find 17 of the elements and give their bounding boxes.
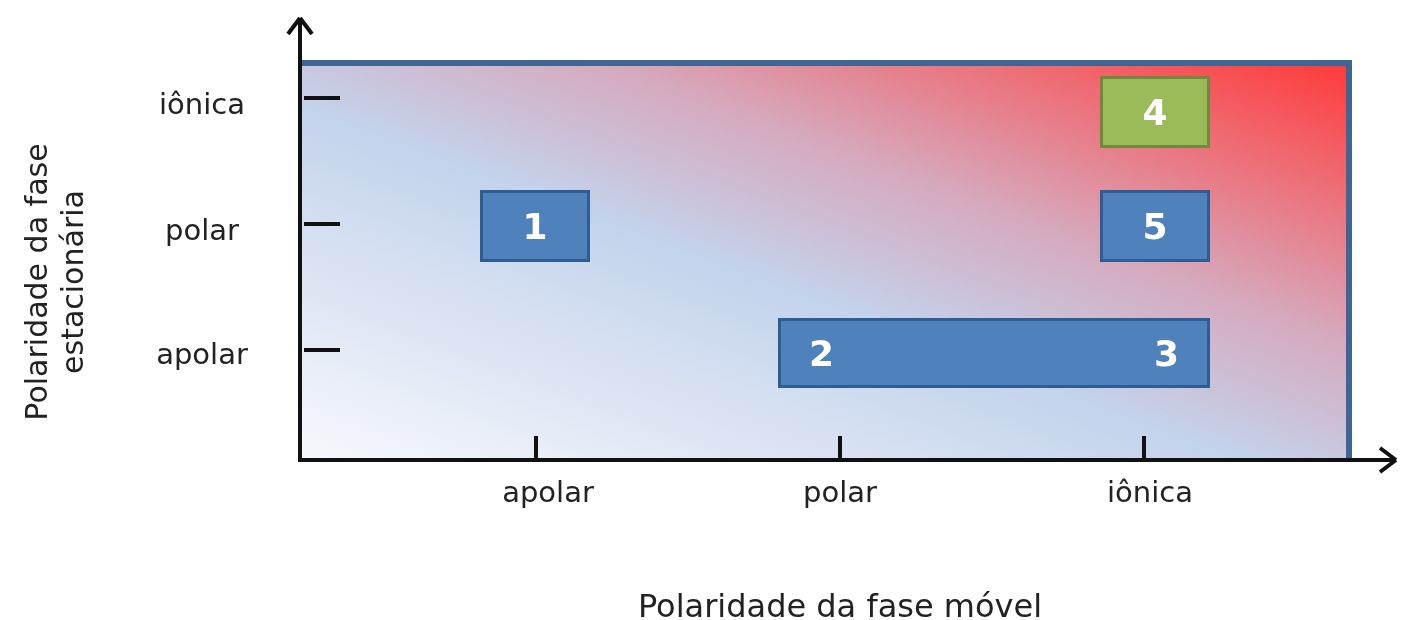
tick-label: iônica: [159, 87, 245, 121]
range-box: [1100, 190, 1210, 262]
box-number: 1: [522, 205, 548, 247]
axis-title: Polaridade da fase estacionária: [19, 142, 91, 423]
box-number: 3: [1153, 332, 1179, 374]
axis-title: Polaridade da fase móvel: [637, 587, 1043, 620]
box-number: 4: [1142, 91, 1168, 133]
tick-label: iônica: [1107, 475, 1193, 509]
box-number: 2: [809, 332, 835, 374]
tick-label: polar: [165, 213, 239, 247]
range-box: [1100, 76, 1210, 148]
tick-label: apolar: [502, 475, 594, 509]
box-number: 5: [1142, 205, 1168, 247]
range-box: [480, 190, 590, 262]
tick-label: polar: [803, 475, 877, 509]
tick-label: apolar: [156, 337, 248, 371]
range-box: [778, 318, 1210, 388]
